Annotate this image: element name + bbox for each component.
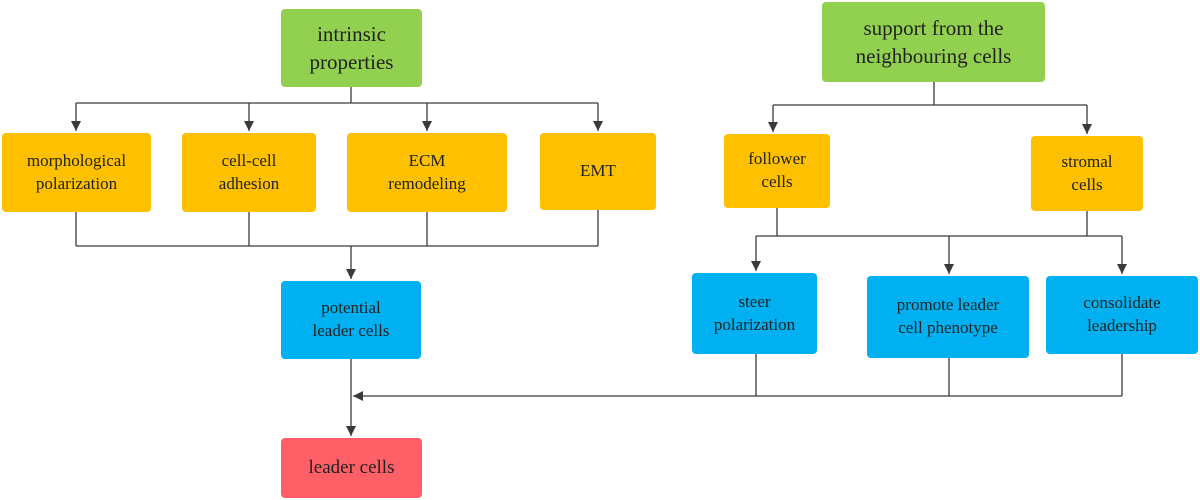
promote-leader-phenotype-label: promote leader cell phenotype <box>896 295 1000 337</box>
morphological-polarization-label: morphological polarization <box>26 150 127 193</box>
intrinsic-properties-node: intrinsic properties <box>281 9 422 87</box>
potential-leader-cells-node: potential leader cells <box>281 281 421 359</box>
potential-leader-cells-label: potential leader cells <box>312 298 390 340</box>
cell-cell-adhesion-label: cell-cell adhesion <box>218 150 280 193</box>
steer-polarization-node: steer polarization <box>692 273 817 354</box>
follower-cells-label: follower cells <box>748 149 806 191</box>
stromal-cells-label: stromal cells <box>1061 151 1113 194</box>
neighbour-support-node: support from the neighbouring cells <box>822 2 1045 82</box>
promote-leader-phenotype-node: promote leader cell phenotype <box>867 276 1029 358</box>
ecm-remodeling-node: ECM remodeling <box>347 133 507 212</box>
intrinsic-properties-label: intrinsic properties <box>309 21 394 74</box>
stromal-cells-node: stromal cells <box>1031 136 1143 211</box>
consolidate-leadership-label: consolidate leadership <box>1083 293 1161 335</box>
steer-polarization-label: steer polarization <box>713 291 796 334</box>
neighbour-support-label: support from the neighbouring cells <box>855 15 1012 68</box>
consolidate-leadership-node: consolidate leadership <box>1046 276 1198 354</box>
ecm-remodeling-label: ECM remodeling <box>388 150 466 193</box>
follower-cells-node: follower cells <box>724 134 830 208</box>
leader-cells-node: leader cells <box>281 438 422 498</box>
morphological-polarization-node: morphological polarization <box>2 133 151 212</box>
emt-label: EMT <box>580 161 616 181</box>
leader-cells-label: leader cells <box>308 457 395 479</box>
emt-node: EMT <box>540 133 656 210</box>
cell-cell-adhesion-node: cell-cell adhesion <box>182 133 316 212</box>
